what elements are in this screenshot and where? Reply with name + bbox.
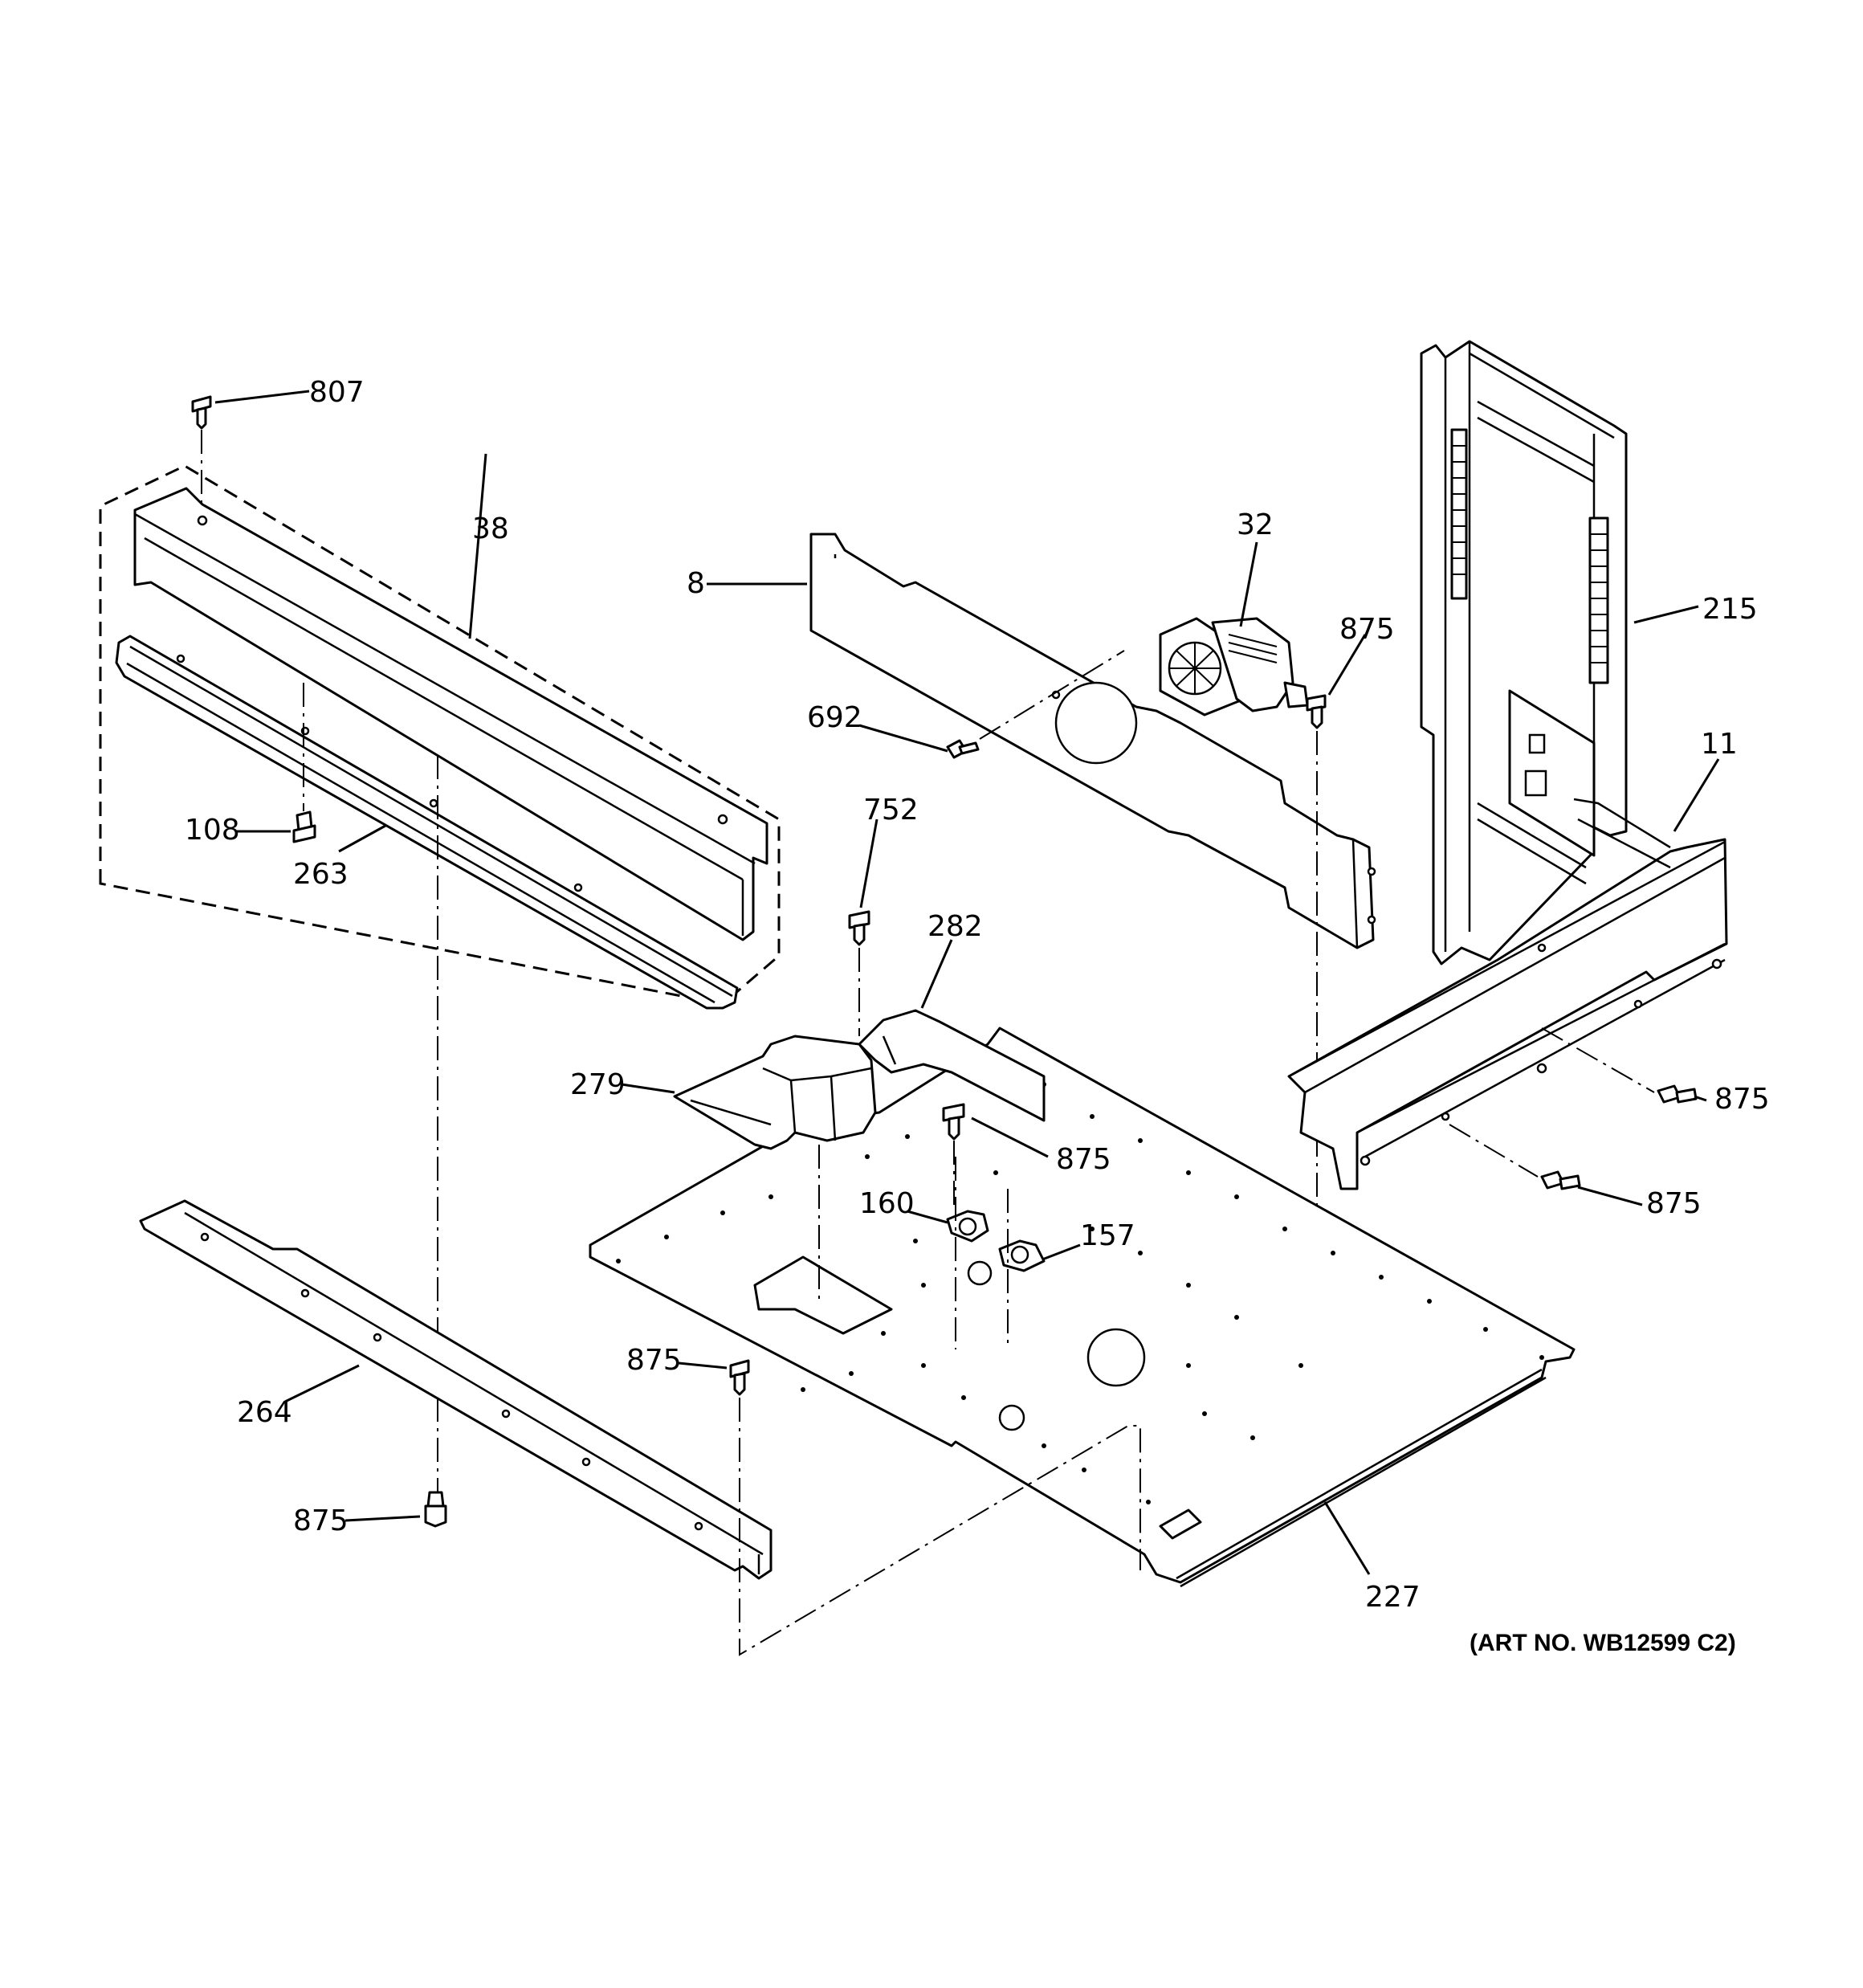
callout-labels: 807 38 8 32 875 215 692 11 752 282 108 2… — [185, 376, 1770, 1614]
callout-32: 32 — [1237, 508, 1274, 541]
screw-807 — [191, 395, 212, 430]
callout-875-lower: 875 — [626, 1344, 682, 1377]
axis-875-right-upper — [1541, 1027, 1655, 1093]
axis-875-lower — [739, 1398, 1141, 1656]
part-160-thermostat — [946, 1210, 989, 1243]
callout-108: 108 — [185, 814, 240, 847]
screw-875-mid — [942, 1103, 965, 1141]
callout-807: 807 — [309, 376, 365, 409]
part-8-bracket — [809, 533, 1376, 949]
part-157-thermostat — [998, 1239, 1046, 1272]
base-holes — [616, 1082, 1544, 1504]
part-282-tube — [858, 1009, 1046, 1122]
axis-692 — [979, 650, 1125, 740]
screw-875-bottom-left — [424, 1491, 447, 1528]
screw-875-right-lower — [1540, 1170, 1581, 1190]
callout-157: 157 — [1080, 1219, 1135, 1252]
callout-875-mid: 875 — [1056, 1143, 1111, 1176]
callout-264: 264 — [237, 1396, 292, 1429]
callout-8: 8 — [687, 567, 705, 600]
callout-215: 215 — [1702, 593, 1758, 626]
screw-875-right-upper — [1657, 1084, 1698, 1104]
callout-263: 263 — [293, 858, 349, 891]
part-38-rail — [133, 487, 768, 941]
part-279-duct — [673, 1035, 877, 1150]
callout-875-fan: 875 — [1339, 613, 1395, 646]
callout-875-right-upper: 875 — [1714, 1083, 1770, 1116]
art-number: (ART NO. WB12599 C2) — [1470, 1630, 1736, 1656]
callout-282: 282 — [927, 910, 983, 943]
screw-752 — [848, 910, 870, 946]
part-11-trim — [1287, 798, 1728, 1190]
screw-692 — [946, 739, 980, 759]
callout-752: 752 — [863, 794, 919, 827]
callout-160: 160 — [859, 1187, 915, 1220]
callout-692: 692 — [807, 701, 862, 734]
callout-875-bottom-left: 875 — [293, 1504, 349, 1537]
callout-38: 38 — [472, 512, 509, 545]
screw-875-lower — [729, 1359, 750, 1396]
axis-875-right-lower — [1449, 1124, 1539, 1178]
callout-279: 279 — [570, 1068, 626, 1101]
screw-875-fan — [1306, 694, 1327, 729]
part-32-fan — [1159, 617, 1309, 716]
callout-875-right-lower: 875 — [1646, 1187, 1702, 1220]
part-215-panel — [1420, 340, 1628, 965]
part-264-rail — [139, 1199, 773, 1580]
leader-lines — [214, 390, 1720, 1575]
callout-11: 11 — [1701, 728, 1738, 761]
part-263-channel — [115, 635, 739, 1010]
callout-227: 227 — [1365, 1581, 1421, 1614]
screw-108 — [292, 810, 316, 843]
